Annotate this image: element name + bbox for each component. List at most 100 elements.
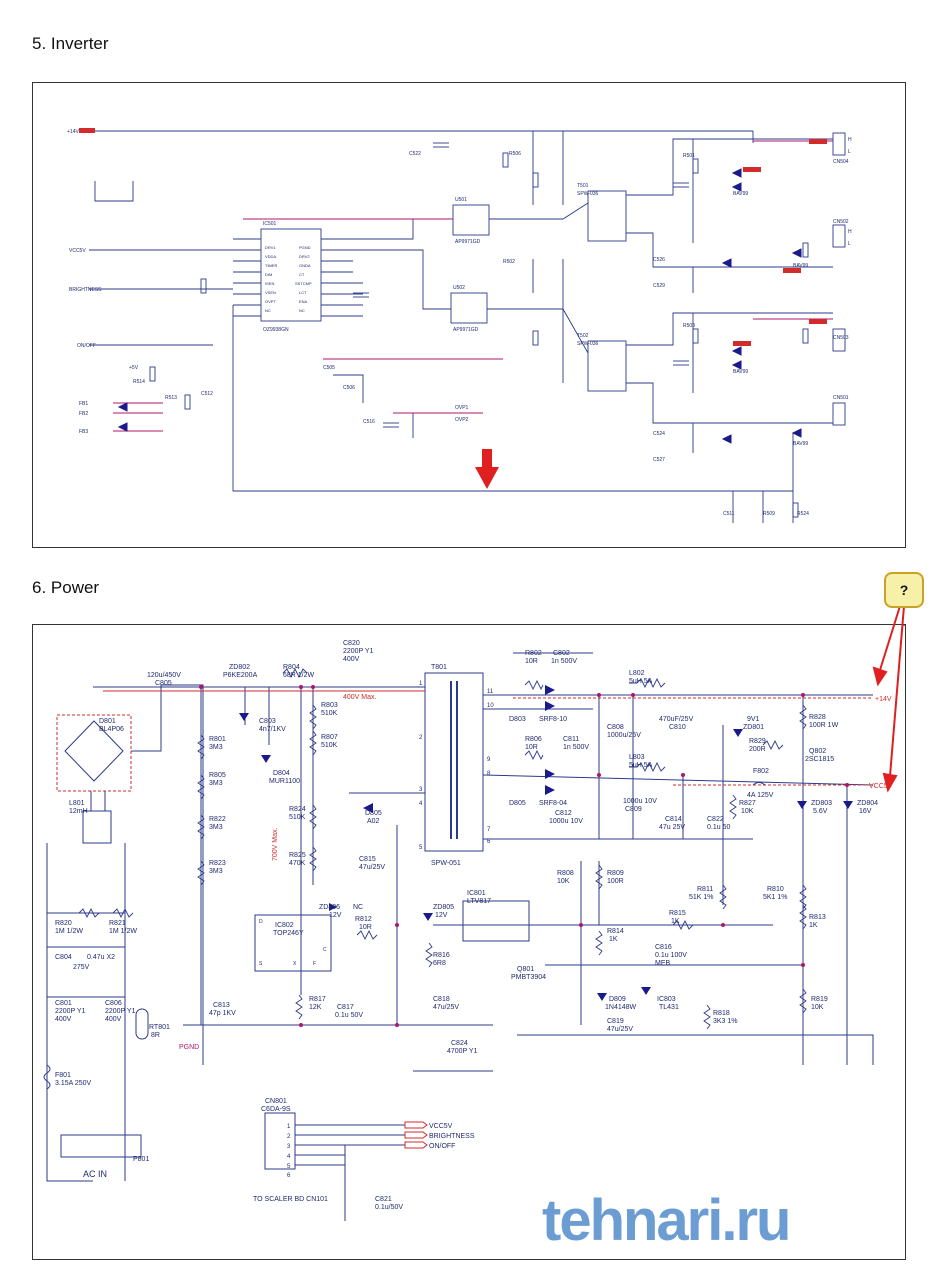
pw-t-pin-2: 2 bbox=[419, 735, 423, 741]
pw-c820-val: 2200P Y1 bbox=[343, 648, 374, 655]
pw-cn801-ref: CN801 bbox=[265, 1098, 287, 1105]
pw-q802-part: 2SC1815 bbox=[805, 756, 834, 763]
pw-d804-val: MUR1100 bbox=[269, 778, 300, 785]
pw-rt801-val: 8R bbox=[151, 1032, 160, 1039]
inv-cn504: CN504 bbox=[833, 159, 849, 165]
inv-pin-drv1: DRV1 bbox=[265, 245, 276, 250]
pw-r822-val: 3M3 bbox=[209, 824, 223, 831]
pw-zd801-val: 9V1 bbox=[747, 716, 760, 723]
pw-r825-val: 470K bbox=[289, 860, 306, 867]
pw-r811-ref: R811 bbox=[697, 886, 713, 893]
pw-d801-ref: D801 bbox=[99, 718, 116, 725]
pw-r818-ref: R818 bbox=[713, 1010, 730, 1017]
pw-p801-ref: P801 bbox=[133, 1156, 149, 1163]
pw-r813-ref: R813 bbox=[809, 914, 826, 921]
pw-r809-val: 100R bbox=[607, 878, 624, 885]
pw-out-vcc: VCC5V bbox=[869, 783, 893, 790]
pw-c802-ref: C802 bbox=[553, 650, 570, 657]
inv-cn503: CN503 bbox=[833, 335, 849, 341]
pw-c804-v: 275V bbox=[73, 964, 90, 971]
inv-net-ovp1: OVP1 bbox=[455, 405, 469, 411]
pw-r828-ref: R828 bbox=[809, 714, 826, 721]
tehnari-watermark: tehnari.ru bbox=[540, 1188, 944, 1248]
pw-c817-val: 0.1u 50V bbox=[335, 1012, 363, 1019]
pw-c813-ref: C813 bbox=[213, 1002, 230, 1009]
pw-c814-val: 47u 25V bbox=[659, 824, 685, 831]
inv-ic501-ref: IC501 bbox=[263, 221, 277, 227]
pw-r807-val: 510K bbox=[321, 742, 338, 749]
pw-r821-val: 1M 1/2W bbox=[109, 928, 137, 935]
inv-pin-sstcmp: SSTCMP bbox=[295, 281, 312, 286]
pw-r804-val: 68R 1/2W bbox=[283, 672, 315, 679]
pw-c824-ref: C824 bbox=[451, 1040, 468, 1047]
pw-c820-ref: C820 bbox=[343, 640, 360, 647]
inv-pin-ena: ENA bbox=[299, 299, 308, 304]
pw-zd806-ref: ZD806 bbox=[319, 904, 340, 911]
pw-c804-ref: C804 bbox=[55, 954, 72, 961]
pw-d809-ref: D809 bbox=[609, 996, 626, 1003]
pw-c806-ref: C806 bbox=[105, 1000, 122, 1007]
pw-r801-ref: R801 bbox=[209, 736, 226, 743]
pw-ic802-ref: IC802 bbox=[275, 922, 294, 929]
pw-c818-val: 47u/25V bbox=[433, 1004, 459, 1011]
pw-r817-ref: R817 bbox=[309, 996, 326, 1003]
pw-c806-v: 400V bbox=[105, 1016, 122, 1023]
pw-r810-val: 5K1 1% bbox=[763, 894, 788, 901]
pw-c815-ref: C815 bbox=[359, 856, 376, 863]
pw-r817-val: 12K bbox=[309, 1004, 322, 1011]
pw-c805-val: 120u/450V bbox=[147, 672, 181, 679]
pw-r819-val: 10K bbox=[811, 1004, 824, 1011]
pw-r803-ref: R803 bbox=[321, 702, 338, 709]
pw-r812-ref: R812 bbox=[355, 916, 372, 923]
pw-ic802-part: TOP246Y bbox=[273, 930, 304, 937]
inv-bav99-3: BAV99 bbox=[793, 263, 808, 269]
inv-c525: C524 bbox=[653, 431, 665, 437]
pw-c813-val: 47p 1KV bbox=[209, 1010, 236, 1017]
inv-pin-l-2: L bbox=[848, 241, 851, 247]
pw-r816-ref: R816 bbox=[433, 952, 450, 959]
pw-c821-ref: C821 bbox=[375, 1196, 392, 1203]
pw-r808-ref: R808 bbox=[557, 870, 574, 877]
inverter-schematic-svg: +14V VCC5V BRIGHTNESS ON/OFF +5V OVP1 OV… bbox=[67, 128, 852, 523]
pw-c816-sub: MEB bbox=[655, 960, 671, 967]
pw-c803-ref: C803 bbox=[259, 718, 276, 725]
inv-ic501-part: OZ9938GN bbox=[263, 327, 289, 333]
pw-l802-val: 5uH 5A bbox=[629, 678, 653, 685]
pw-net-vcc: VCC5V bbox=[429, 1123, 453, 1130]
pw-f802-ref: F802 bbox=[753, 768, 769, 775]
pw-c816-val: 0.1u 100V bbox=[655, 952, 687, 959]
pw-r815-ref: R815 bbox=[669, 910, 686, 917]
inv-r524: R524 bbox=[797, 511, 809, 517]
pw-d803-ref: D803 bbox=[509, 716, 526, 723]
pw-c812-ref: C812 bbox=[555, 810, 572, 817]
inv-pin-dim: DIM bbox=[265, 272, 272, 277]
pw-c811-val: 1n 500V bbox=[563, 744, 589, 751]
pw-c816-ref: C816 bbox=[655, 944, 672, 951]
watermark-text: tehnari.ru bbox=[542, 1188, 790, 1248]
pw-zd806-v: 12V bbox=[329, 912, 342, 919]
inv-pin-vdda: VDDA bbox=[265, 254, 276, 259]
pw-ic802-pin-s: S bbox=[259, 961, 263, 967]
pw-cn801-part: C6DA-9S bbox=[261, 1106, 291, 1113]
pw-net-onoff: ON/OFF bbox=[429, 1143, 455, 1150]
pw-d803-val: SRF8-10 bbox=[539, 716, 567, 723]
pw-r828-val: 100R 1W bbox=[809, 722, 839, 729]
inv-pin-gnda: GNDA bbox=[299, 263, 311, 268]
inv-pin-nc2: NC bbox=[299, 308, 305, 313]
inv-r503: R503 bbox=[683, 323, 695, 329]
inv-t501-part: SPW-036 bbox=[577, 191, 599, 197]
pw-c804-val: 0.47u X2 bbox=[87, 954, 115, 961]
pw-c810-val: 470uF/25V bbox=[659, 716, 694, 723]
inv-cn501: CN501 bbox=[833, 395, 849, 401]
inv-r502: R502 bbox=[503, 259, 515, 265]
inv-pin-h-2: H bbox=[848, 229, 852, 235]
pw-zd802-val: P6KE200A bbox=[223, 672, 258, 679]
pw-t801-ref: T801 bbox=[431, 664, 447, 671]
pw-c805-ref: C805 bbox=[155, 680, 172, 687]
inv-net-bright: BRIGHTNESS bbox=[69, 287, 102, 293]
question-callout[interactable]: ? bbox=[884, 572, 924, 608]
pw-c822-ref: C822 bbox=[707, 816, 724, 823]
pw-v-label-1: 400V Max. bbox=[343, 694, 377, 701]
pw-r805-val: 3M3 bbox=[209, 780, 223, 787]
pw-c814-ref: C814 bbox=[665, 816, 682, 823]
